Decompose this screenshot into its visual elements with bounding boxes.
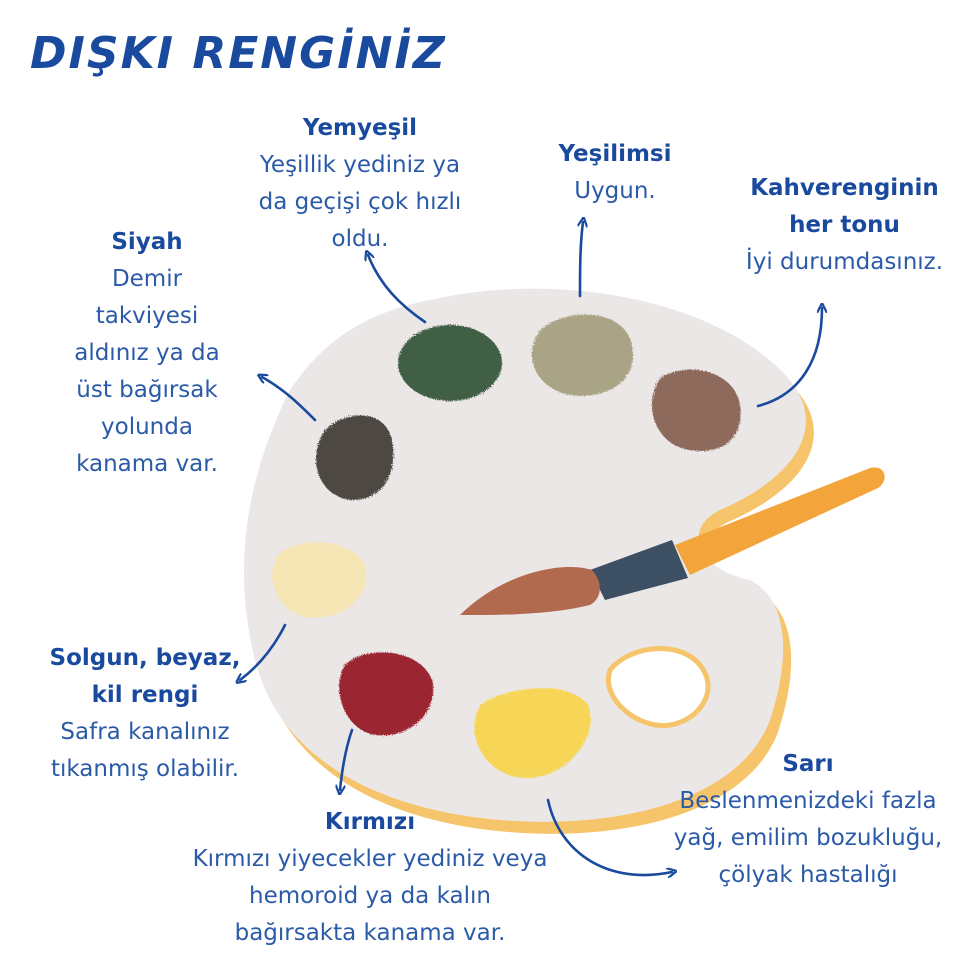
brush-ferrule	[590, 540, 688, 600]
arrow-siyah	[262, 377, 317, 422]
label-kirmizi-heading: Kırmızı	[324, 809, 416, 835]
label-yemyesil: Yemyeşil Yeşillik yediniz ya da geçişi ç…	[250, 110, 470, 258]
paint-blob-yesilimsi	[531, 314, 634, 396]
label-sari-body: Beslenmenizdeki fazla yağ, emilim bozukl…	[673, 788, 943, 888]
label-siyah-body: Demir takviyesi aldınız ya da üst bağırs…	[74, 266, 220, 477]
label-solgun-heading: Solgun, beyaz, kil rengi	[49, 645, 241, 708]
paint-blob-sari	[474, 688, 591, 779]
paint-blob-kirmizi	[339, 652, 434, 736]
label-sari-heading: Sarı	[782, 751, 834, 777]
arrow-sari	[546, 798, 672, 875]
page-title: DIŞKI RENGİNİZ	[30, 28, 447, 79]
arrow-solgun	[240, 623, 287, 680]
label-siyah: Siyah Demir takviyesi aldınız ya da üst …	[52, 224, 242, 483]
palette-thumb-hole	[605, 646, 711, 729]
brush-bristles	[460, 567, 600, 615]
paint-blob-yemyesil	[398, 325, 502, 401]
label-kirmizi: Kırmızı Kırmızı yiyecekler yediniz veya …	[185, 804, 555, 952]
arrow-kahverengi	[756, 308, 822, 408]
arrow-kirmizi	[340, 728, 354, 790]
label-kirmizi-body: Kırmızı yiyecekler yediniz veya hemoroid…	[192, 846, 548, 946]
label-yesilimsi: Yeşilimsi Uygun.	[535, 136, 695, 210]
label-yesilimsi-heading: Yeşilimsi	[558, 141, 672, 167]
label-siyah-heading: Siyah	[111, 229, 183, 255]
label-kahverengi: Kahverenginin her tonu İyi durumdasınız.	[722, 170, 967, 281]
label-kahverengi-body: İyi durumdasınız.	[745, 249, 944, 275]
label-sari: Sarı Beslenmenizdeki fazla yağ, emilim b…	[648, 746, 968, 894]
paint-blob-kahverengi	[651, 369, 741, 451]
label-solgun-body: Safra kanalınız tıkanmış olabilir.	[50, 719, 240, 782]
paint-blob-solgun	[272, 542, 367, 619]
label-kahverengi-heading: Kahverenginin her tonu	[750, 175, 939, 238]
label-solgun: Solgun, beyaz, kil rengi Safra kanalınız…	[20, 640, 270, 788]
label-yesilimsi-body: Uygun.	[574, 178, 656, 204]
label-yemyesil-body: Yeşillik yediniz ya da geçişi çok hızlı …	[258, 152, 462, 252]
label-yemyesil-heading: Yemyeşil	[302, 115, 418, 141]
brush-handle	[675, 467, 885, 575]
paint-brush	[460, 467, 885, 615]
paint-blob-siyah	[315, 415, 394, 500]
arrow-yesilimsi	[580, 222, 583, 298]
arrow-yemyesil	[368, 255, 427, 324]
